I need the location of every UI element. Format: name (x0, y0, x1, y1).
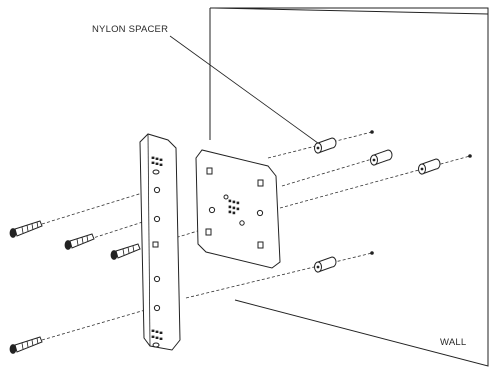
nylon-spacer (314, 137, 337, 154)
wall-panel (209, 7, 489, 367)
spacer-label: NYLON SPACER (92, 24, 168, 35)
wall-label: WALL (440, 337, 466, 348)
spacer-leader (169, 35, 323, 147)
screw (9, 336, 43, 354)
mounting-plate (195, 149, 281, 269)
wall-holes (370, 130, 472, 255)
mounting-bracket (139, 133, 181, 351)
nylon-spacer (370, 149, 393, 166)
screw (64, 233, 95, 250)
nylon-spacer (314, 256, 337, 273)
screw (110, 243, 141, 260)
nylon-spacer (418, 158, 441, 175)
screw (9, 220, 43, 238)
